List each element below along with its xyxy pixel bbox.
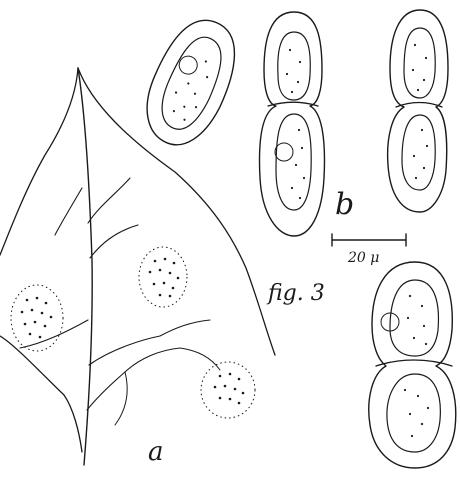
leaf-drawing — [0, 68, 275, 465]
spore-two-celled-2 — [388, 10, 448, 212]
leaf-outline-right — [78, 68, 275, 355]
leaf-vein — [55, 188, 82, 235]
scale-bar-label: 20 μ — [347, 250, 379, 266]
leaf-vein — [180, 348, 220, 370]
scale-bar — [332, 234, 406, 246]
figure-label: fig. 3 — [266, 281, 325, 306]
spore-two-celled-1 — [260, 12, 325, 236]
sorus-middle — [139, 247, 187, 307]
panel-b-label: b — [335, 187, 354, 222]
panel-a-label: a — [148, 437, 164, 467]
leaf-outline — [0, 68, 82, 452]
sorus-left — [11, 285, 63, 351]
sorus-lower-right — [201, 362, 255, 418]
leaf-vein — [88, 178, 130, 223]
leaf-vein — [89, 336, 160, 365]
leaf-vein — [90, 225, 138, 258]
spore-two-celled-3 — [369, 262, 456, 468]
leaf-vein — [160, 320, 210, 336]
spore-single — [133, 9, 249, 157]
